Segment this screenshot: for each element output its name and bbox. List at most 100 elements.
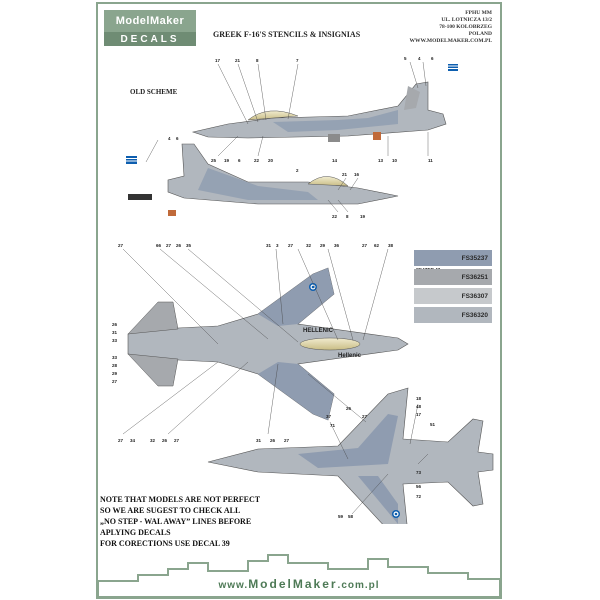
- url-prefix: www.: [218, 580, 249, 591]
- callout: 26: [162, 438, 168, 443]
- callout: 19: [224, 158, 230, 163]
- callout: 32: [306, 243, 312, 248]
- logo-wordmark: ModelMaker: [104, 10, 196, 32]
- note-line: APLYING DECALS: [100, 528, 171, 537]
- callout: 32: [150, 438, 156, 443]
- callout: 26: [176, 243, 182, 248]
- callout: 34: [130, 438, 136, 443]
- callout: 7: [296, 58, 299, 63]
- address-line: 78-100 KOLOBRZEG: [439, 24, 492, 30]
- callout: 28: [112, 363, 118, 368]
- callout: 10: [392, 158, 398, 163]
- callout: 16: [354, 172, 360, 177]
- fuselage-lettering: HELLENIC: [303, 328, 334, 334]
- f16-underside-view: [207, 387, 494, 524]
- color-swatch: FS36307: [414, 288, 492, 304]
- callout: 36: [334, 243, 340, 248]
- callout: 31: [112, 330, 118, 335]
- callout: 4: [168, 136, 171, 141]
- callout: 26: [270, 438, 276, 443]
- callout: 58: [348, 514, 354, 519]
- callout: 27: [118, 438, 124, 443]
- color-legend: FS35237 FS36251 FS36307 FS36320: [414, 250, 492, 326]
- callout: 13: [378, 158, 384, 163]
- callout: 3: [276, 243, 279, 248]
- callout: 73: [416, 470, 422, 475]
- address-line: POLAND: [468, 31, 492, 37]
- callout: 37: [326, 414, 332, 419]
- callout: 72: [416, 494, 422, 499]
- callout: 2: [296, 168, 299, 173]
- callout-numbers: 17 21 8 7 5 4 6 25 19 6 22 20 14 13 10 1…: [112, 56, 436, 519]
- callout: 38: [388, 243, 394, 248]
- address-line: WWW.MODELMAKER.COM.PL: [409, 38, 492, 44]
- callout: 56: [416, 484, 422, 489]
- callout: 27: [288, 243, 294, 248]
- sheet-title: GREEK F-16'S STENCILS & INSIGNIAS: [213, 30, 361, 39]
- callout: 29: [320, 243, 326, 248]
- callout: 22: [332, 214, 338, 219]
- callout: 27: [174, 438, 180, 443]
- note-line: SO WE ARE SUGEST TO CHECK ALL: [100, 506, 241, 515]
- callout: 19: [360, 214, 366, 219]
- callout: 51: [430, 422, 436, 427]
- callout: 17: [416, 412, 422, 417]
- f16-side-profile-top: [191, 64, 458, 142]
- callout: 26: [112, 322, 118, 327]
- callout: 66: [156, 243, 162, 248]
- footer-skyline: [98, 554, 500, 597]
- callout: 8: [346, 214, 349, 219]
- callout: 22: [254, 158, 260, 163]
- callout: 59: [338, 514, 344, 519]
- callout: 35: [186, 243, 192, 248]
- greek-flag-icon: [126, 156, 137, 164]
- address-line: UL. LOTNICZA 13/2: [441, 17, 492, 23]
- fuselage-lettering: Hellenic: [338, 353, 362, 359]
- callout: 62: [374, 243, 380, 248]
- callout: 27: [362, 414, 368, 419]
- callout: 6: [238, 158, 241, 163]
- note-line: NOTE THAT MODELS ARE NOT PERFECT: [100, 495, 261, 504]
- callout: 21: [235, 58, 241, 63]
- callout: 5: [404, 56, 407, 61]
- callout: 27: [362, 243, 368, 248]
- callout: 11: [428, 158, 433, 163]
- callout: 27: [284, 438, 290, 443]
- callout: 6: [176, 136, 179, 141]
- callout: 4: [418, 56, 421, 61]
- callout: 25: [211, 158, 217, 163]
- callout: 29: [112, 371, 118, 376]
- company-address: FPHU MM UL. LOTNICZA 13/2 78-100 KOLOBRZ…: [410, 10, 492, 45]
- callout: 27: [118, 243, 124, 248]
- callout: 31: [266, 243, 272, 248]
- callout: 17: [215, 58, 221, 63]
- callout: 71: [330, 423, 336, 428]
- callout: 6: [431, 56, 434, 61]
- callout: 14: [332, 158, 338, 163]
- aircraft-drawings: HELLENIC Hellenic 46 TWO SEATER 47: [112, 56, 494, 524]
- color-swatch: FS36320: [414, 307, 492, 323]
- url-brand: ModelMaker: [248, 577, 338, 591]
- modeling-note: NOTE THAT MODELS ARE NOT PERFECT SO WE A…: [100, 494, 260, 549]
- color-code: FS36307: [461, 292, 488, 300]
- callout: 26: [346, 406, 352, 411]
- callout: 8: [256, 58, 259, 63]
- callout: 27: [166, 243, 172, 248]
- website-url[interactable]: www.ModelMaker.com.pl: [98, 577, 500, 591]
- color-swatch: FS36251: [414, 269, 492, 285]
- scheme-label: OLD SCHEME: [130, 88, 178, 96]
- callout: 21: [342, 172, 348, 177]
- modelmaker-logo: ModelMaker DECALS: [104, 10, 196, 50]
- decal-sheet: ModelMaker DECALS GREEK F-16'S STENCILS …: [96, 2, 502, 599]
- color-code: FS36320: [461, 311, 488, 319]
- callout: 33: [112, 355, 118, 360]
- callout: 31: [256, 438, 262, 443]
- note-line: FOR CORECTIONS USE DECAL 39: [100, 539, 230, 548]
- callout: 20: [268, 158, 274, 163]
- address-line: FPHU MM: [465, 10, 492, 16]
- note-line: „NO STEP - WAL AWAY” LINES BEFORE: [100, 517, 252, 526]
- callout: 33: [112, 338, 118, 343]
- url-suffix: .com.pl: [337, 580, 380, 591]
- greek-flag-icon: [448, 64, 458, 71]
- color-code: FS36251: [461, 273, 488, 281]
